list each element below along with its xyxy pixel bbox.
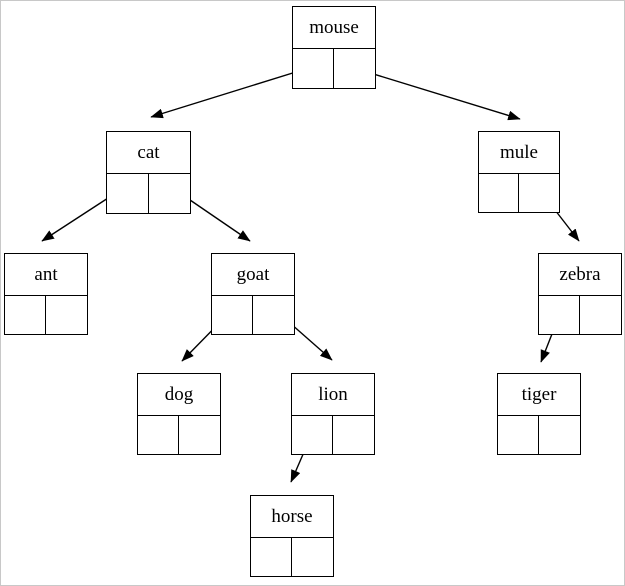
tree-node-label: dog (138, 374, 220, 416)
tree-node-pointer-row (293, 49, 375, 88)
tree-node-right-pointer[interactable] (179, 416, 220, 454)
tree-node-label: zebra (539, 254, 621, 296)
tree-node-cat[interactable]: cat (106, 131, 191, 214)
tree-node-goat[interactable]: goat (211, 253, 295, 335)
tree-node-zebra[interactable]: zebra (538, 253, 622, 335)
tree-node-left-pointer[interactable] (498, 416, 539, 454)
tree-node-label: cat (107, 132, 190, 174)
tree-node-pointer-row (107, 174, 190, 213)
tree-node-label: mouse (293, 7, 375, 49)
tree-node-left-pointer[interactable] (138, 416, 179, 454)
tree-node-left-pointer[interactable] (479, 174, 519, 212)
tree-node-left-pointer[interactable] (107, 174, 149, 213)
tree-node-tiger[interactable]: tiger (497, 373, 581, 455)
tree-node-horse[interactable]: horse (250, 495, 334, 577)
tree-node-mouse[interactable]: mouse (292, 6, 376, 89)
tree-node-right-pointer[interactable] (46, 296, 87, 334)
tree-node-label: ant (5, 254, 87, 296)
tree-node-dog[interactable]: dog (137, 373, 221, 455)
tree-node-left-pointer[interactable] (251, 538, 292, 576)
tree-node-right-pointer[interactable] (149, 174, 191, 213)
tree-node-right-pointer[interactable] (519, 174, 559, 212)
tree-node-left-pointer[interactable] (539, 296, 580, 334)
tree-node-label: mule (479, 132, 559, 174)
tree-node-mule[interactable]: mule (478, 131, 560, 213)
tree-node-left-pointer[interactable] (292, 416, 333, 454)
tree-node-right-pointer[interactable] (334, 49, 375, 88)
tree-node-left-pointer[interactable] (212, 296, 253, 334)
tree-node-left-pointer[interactable] (293, 49, 334, 88)
tree-node-left-pointer[interactable] (5, 296, 46, 334)
tree-edge-mouse-mule (353, 67, 521, 121)
tree-node-pointer-row (5, 296, 87, 334)
tree-edge-mouse-cat (150, 66, 313, 119)
tree-node-pointer-row (479, 174, 559, 212)
tree-node-right-pointer[interactable] (253, 296, 294, 334)
tree-node-pointer-row (292, 416, 374, 454)
tree-node-pointer-row (138, 416, 220, 454)
tree-node-right-pointer[interactable] (333, 416, 374, 454)
tree-node-right-pointer[interactable] (580, 296, 621, 334)
tree-node-right-pointer[interactable] (539, 416, 580, 454)
tree-node-pointer-row (212, 296, 294, 334)
tree-node-ant[interactable]: ant (4, 253, 88, 335)
tree-node-pointer-row (251, 538, 333, 576)
tree-node-pointer-row (498, 416, 580, 454)
tree-node-label: tiger (498, 374, 580, 416)
tree-node-label: goat (212, 254, 294, 296)
tree-node-lion[interactable]: lion (291, 373, 375, 455)
tree-node-label: lion (292, 374, 374, 416)
tree-node-label: horse (251, 496, 333, 538)
tree-node-pointer-row (539, 296, 621, 334)
tree-node-right-pointer[interactable] (292, 538, 333, 576)
